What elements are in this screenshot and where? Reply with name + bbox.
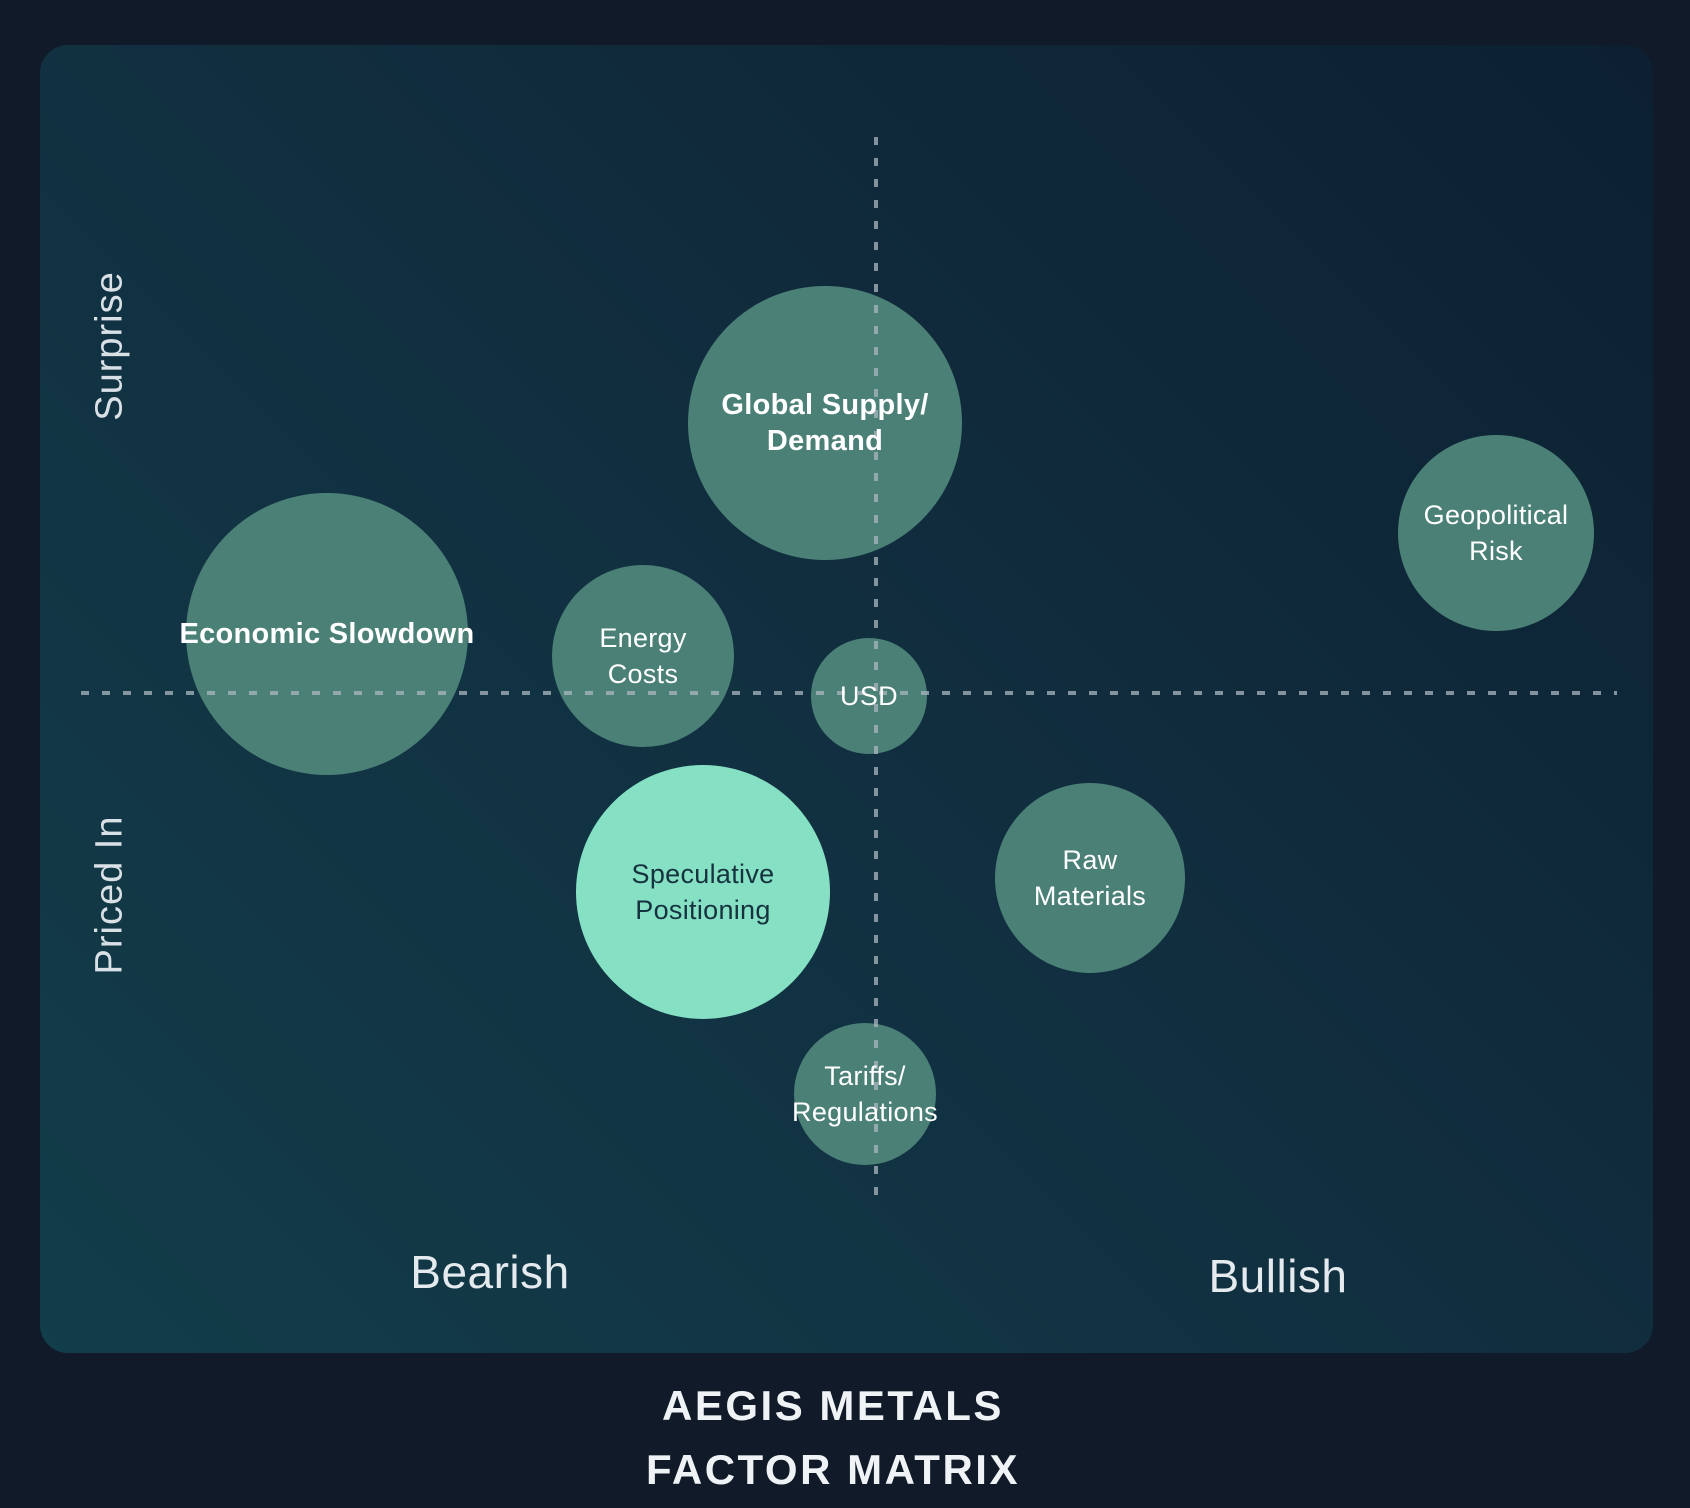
chart-title-line-2: FACTOR MATRIX <box>646 1446 1020 1493</box>
bubble-geopolitical-risk <box>1398 435 1594 631</box>
bubble-label-tariffs-regulations: Tariffs/ Regulations <box>792 1061 938 1127</box>
bubble-economic-slowdown <box>186 493 468 775</box>
bubble-label-global-supply-demand: Global Supply/ Demand <box>721 389 929 457</box>
x-axis-label-bullish: Bullish <box>1208 1250 1348 1302</box>
bubble-energy-costs <box>552 565 734 747</box>
bubble-label-economic-slowdown: Economic Slowdown <box>179 618 475 650</box>
chart-title-line-1: AEGIS METALS <box>662 1382 1004 1429</box>
bubble-raw-materials <box>995 783 1185 973</box>
bubble-global-supply-demand <box>688 286 962 560</box>
x-axis-label-bearish: Bearish <box>410 1246 570 1298</box>
bubble-label-speculative-positioning: Speculative Positioning <box>631 859 775 925</box>
bubble-usd <box>811 638 927 754</box>
bubble-label-raw-materials: Raw Materials <box>1033 845 1147 911</box>
vertical-divider-line <box>874 137 878 1205</box>
horizontal-divider-line <box>81 691 1617 695</box>
y-axis-label-surprise: Surprise <box>88 271 131 421</box>
chart-title: AEGIS METALS FACTOR MATRIX <box>646 1374 1020 1502</box>
bubble-label-energy-costs: Energy Costs <box>599 623 687 689</box>
bubble-label-usd: USD <box>840 681 898 711</box>
bubble-tariffs-regulations <box>794 1023 936 1165</box>
bubble-label-geopolitical-risk: Geopolitical Risk <box>1423 500 1569 566</box>
bubble-speculative-positioning <box>576 765 830 1019</box>
y-axis-label-priced-in: Priced In <box>88 815 131 975</box>
